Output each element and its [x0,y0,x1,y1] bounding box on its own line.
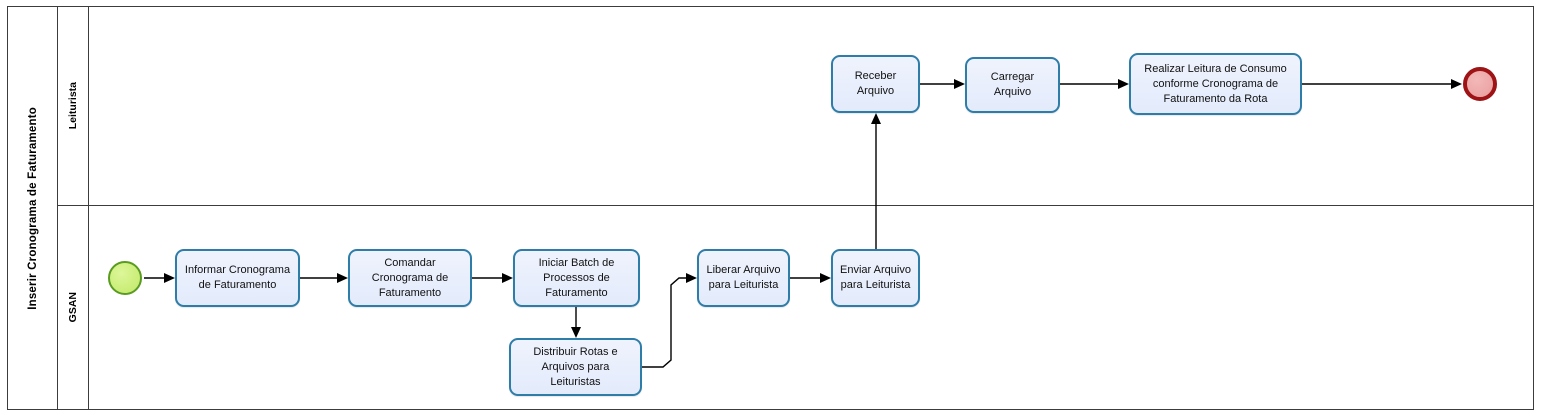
flow-distribuir-to-liberar-arquivo [642,273,697,368]
lane-label-gsan: GSAN [58,206,89,409]
lane-label-leiturista: Leiturista [58,7,89,205]
task-label: Receber Arquivo [854,70,897,97]
task-label: Realizar Leitura de Consumo conforme Cro… [1144,62,1287,105]
flow-liberar-to-enviar-arquivo [790,273,831,283]
task-comandar-cronograma-de-faturamento[interactable]: Comandar Cronograma de Faturamento [348,249,472,307]
flow-iniciar-batch-to-distribuir [571,307,581,338]
task-carregar-arquivo[interactable]: Carregar Arquivo [965,57,1060,113]
flow-carregar-to-realizar-leitura [1060,79,1129,89]
task-distribuir-rotas-e-arquivos-para-leituristas[interactable]: Distribuir Rotas e Arquivos para Leituri… [509,338,642,396]
flow-start-to-informar-cronograma [144,273,175,283]
flow-realizar-leitura-to-end [1302,79,1462,89]
end-event[interactable] [1463,67,1497,101]
task-label: Distribuir Rotas e Arquivos para Leituri… [533,345,618,388]
pool-label: Inserir Cronograma de Faturamento [8,7,58,409]
pool-inserir-cronograma-de-faturamento: Inserir Cronograma de Faturamento Leitur… [7,6,1534,410]
flow-enviar-arquivo-to-receber-arquivo [871,113,881,250]
lane-leiturista: Leiturista [58,7,1533,206]
flow-comandar-to-iniciar-batch [472,273,513,283]
task-realizar-leitura-de-consumo[interactable]: Realizar Leitura de Consumo conforme Cro… [1129,53,1302,115]
task-informar-cronograma-de-faturamento[interactable]: Informar Cronograma de Faturamento [175,249,300,307]
task-label: Liberar Arquivo para Leiturista [706,264,781,291]
task-label: Enviar Arquivo para Leiturista [840,264,911,291]
task-label: Comandar Cronograma de Faturamento [371,256,449,299]
flow-receber-to-carregar-arquivo [920,79,965,89]
task-label: Iniciar Batch de Processos de Faturament… [538,256,615,299]
flow-informar-to-comandar [300,273,348,283]
task-liberar-arquivo-para-leiturista[interactable]: Liberar Arquivo para Leiturista [697,249,790,307]
task-label: Carregar Arquivo [990,71,1035,98]
lane-gsan: GSAN [58,206,1533,409]
task-iniciar-batch-de-processos-de-faturamento[interactable]: Iniciar Batch de Processos de Faturament… [513,249,640,307]
task-label: Informar Cronograma de Faturamento [184,264,291,291]
start-event[interactable] [108,261,142,295]
task-enviar-arquivo-para-leiturista[interactable]: Enviar Arquivo para Leiturista [831,249,920,307]
task-receber-arquivo[interactable]: Receber Arquivo [831,55,920,113]
